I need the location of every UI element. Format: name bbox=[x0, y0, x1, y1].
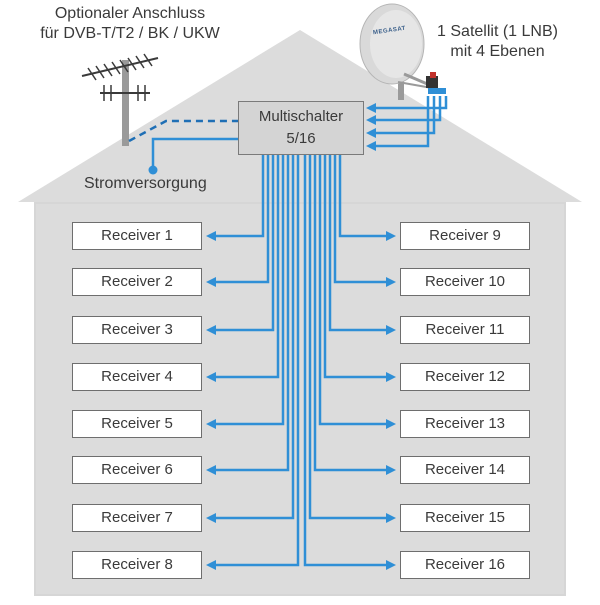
cable-receiver-15 bbox=[308, 155, 388, 520]
arrow-receiver-10 bbox=[386, 277, 396, 287]
power-cable bbox=[151, 137, 238, 170]
arrow-receiver-5 bbox=[206, 419, 216, 429]
receiver-box-7: Receiver 7 bbox=[72, 504, 202, 532]
receiver-box-11: Receiver 11 bbox=[400, 316, 530, 344]
antenna-caption-line2: für DVB-T/T2 / BK / UKW bbox=[40, 25, 220, 42]
optional-antenna-cable bbox=[128, 119, 238, 143]
arrow-receiver-2 bbox=[206, 277, 216, 287]
terrestrial-antenna-icon bbox=[81, 53, 159, 146]
arrow-receiver-3 bbox=[206, 325, 216, 335]
lnb-cable-3 bbox=[374, 96, 436, 135]
cable-receiver-1 bbox=[214, 155, 265, 238]
lnb-cable-1 bbox=[374, 96, 448, 110]
arrow-receiver-9 bbox=[386, 231, 396, 241]
antenna-caption: Optionaler Anschluss für DVB-T/T2 / BK /… bbox=[20, 4, 240, 44]
lnb-arrow-4 bbox=[366, 141, 376, 151]
arrow-receiver-7 bbox=[206, 513, 216, 523]
receiver-box-14: Receiver 14 bbox=[400, 456, 530, 484]
cable-receiver-12 bbox=[323, 155, 388, 379]
arrow-receiver-12 bbox=[386, 372, 396, 382]
receiver-box-3: Receiver 3 bbox=[72, 316, 202, 344]
cable-receiver-13 bbox=[318, 155, 388, 426]
multiswitch-title: Multischalter bbox=[258, 108, 344, 125]
arrow-receiver-16 bbox=[386, 560, 396, 570]
receiver-box-16: Receiver 16 bbox=[400, 551, 530, 579]
receiver-box-6: Receiver 6 bbox=[72, 456, 202, 484]
cable-receiver-5 bbox=[214, 155, 285, 426]
receiver-box-5: Receiver 5 bbox=[72, 410, 202, 438]
receiver-box-15: Receiver 15 bbox=[400, 504, 530, 532]
arrow-receiver-11 bbox=[386, 325, 396, 335]
receiver-cables bbox=[206, 155, 396, 570]
receiver-box-1: Receiver 1 bbox=[72, 222, 202, 250]
satellite-caption-line1: 1 Satellit (1 LNB) bbox=[437, 23, 558, 40]
cable-receiver-3 bbox=[214, 155, 275, 332]
power-caption: Stromversorgung bbox=[84, 175, 207, 192]
lnb-cable-2 bbox=[374, 96, 442, 122]
arrow-receiver-1 bbox=[206, 231, 216, 241]
arrow-receiver-13 bbox=[386, 419, 396, 429]
receiver-box-8: Receiver 8 bbox=[72, 551, 202, 579]
lnb-arrow-1 bbox=[366, 103, 376, 113]
lnb-arrow-2 bbox=[366, 115, 376, 125]
receiver-box-12: Receiver 12 bbox=[400, 363, 530, 391]
cable-receiver-7 bbox=[214, 155, 295, 520]
multiswitch-box: Multischalter 5/16 bbox=[238, 101, 364, 155]
receiver-box-9: Receiver 9 bbox=[400, 222, 530, 250]
cable-receiver-10 bbox=[333, 155, 388, 284]
cable-receiver-6 bbox=[214, 155, 290, 472]
cable-receiver-16 bbox=[303, 155, 388, 567]
cable-receiver-4 bbox=[214, 155, 280, 379]
receiver-box-2: Receiver 2 bbox=[72, 268, 202, 296]
lnb-arrow-3 bbox=[366, 128, 376, 138]
arrow-receiver-6 bbox=[206, 465, 216, 475]
receiver-box-13: Receiver 13 bbox=[400, 410, 530, 438]
receiver-box-4: Receiver 4 bbox=[72, 363, 202, 391]
receiver-box-10: Receiver 10 bbox=[400, 268, 530, 296]
power-plug-icon bbox=[148, 165, 158, 175]
cable-receiver-9 bbox=[338, 155, 388, 238]
multiswitch-model: 5/16 bbox=[286, 130, 316, 147]
arrow-receiver-14 bbox=[386, 465, 396, 475]
satellite-dish-icon bbox=[359, 3, 446, 100]
lnb-cable-4 bbox=[374, 96, 430, 148]
arrow-receiver-15 bbox=[386, 513, 396, 523]
arrow-receiver-8 bbox=[206, 560, 216, 570]
cable-receiver-14 bbox=[313, 155, 388, 472]
cable-receiver-11 bbox=[328, 155, 388, 332]
house-inner bbox=[36, 204, 564, 594]
antenna-caption-line1: Optionaler Anschluss bbox=[54, 5, 206, 22]
lnb-cables bbox=[366, 96, 448, 151]
arrow-receiver-4 bbox=[206, 372, 216, 382]
satellite-caption-line2: mit 4 Ebenen bbox=[450, 43, 545, 60]
satellite-caption: 1 Satellit (1 LNB) mit 4 Ebenen bbox=[405, 22, 590, 62]
cable-receiver-8 bbox=[214, 155, 300, 567]
cable-receiver-2 bbox=[214, 155, 270, 284]
